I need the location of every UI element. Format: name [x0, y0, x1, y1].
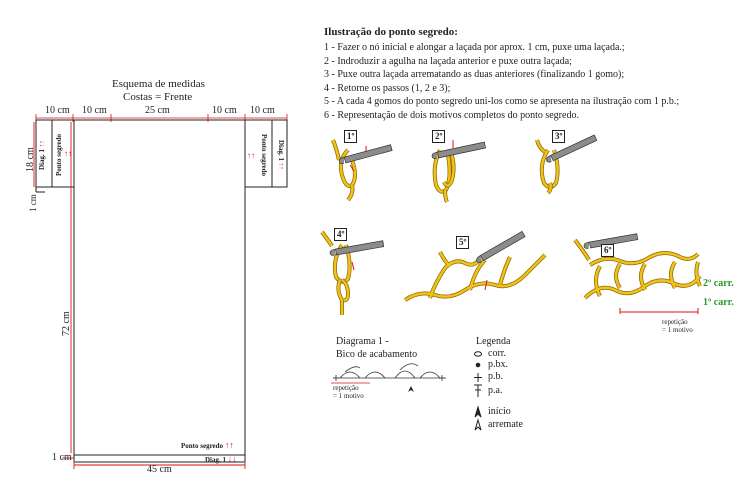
- step-6: 6 - Representação de dois motivos comple…: [324, 109, 579, 121]
- oval-icon: [474, 351, 482, 357]
- diag-label-bottom: Diag. 1 ↓↓: [205, 454, 237, 464]
- step-box-4: 4º: [334, 228, 348, 241]
- step-box-5: 5º: [456, 236, 470, 249]
- dim-18cm: 18 cm: [25, 147, 36, 172]
- legend-corr: corr.: [488, 348, 507, 359]
- step-5: 5 - A cada 4 gomos do ponto segredo uni-…: [324, 96, 680, 107]
- carr-1-label: 1º carr.: [703, 297, 734, 308]
- step-1-illustration: [331, 139, 393, 202]
- legend-pbx: p.bx.: [488, 359, 508, 370]
- legend-arremate: arremate: [488, 419, 523, 430]
- ponto-label-bottom: Ponto segredo ↑↑: [181, 440, 234, 450]
- diagram-title-2: Bico de acabamento: [336, 349, 418, 360]
- schema-drawing: [33, 114, 288, 469]
- plus-icon: [474, 373, 482, 382]
- step-1: 1 - Fazer o nó inicial e alongar a laçad…: [324, 42, 625, 53]
- legend-title: Legenda: [476, 336, 511, 347]
- step-3: 3 - Puxe outra laçada arrematando as dua…: [324, 69, 625, 80]
- step-3-illustration: [535, 134, 598, 195]
- dim-10cm-1: 10 cm: [45, 105, 70, 116]
- arrows-left: ↑↑: [64, 149, 72, 158]
- schema-title: Esquema de medidas: [112, 78, 205, 90]
- step-5-illustration: [403, 231, 547, 302]
- filled-arrow-icon: [474, 405, 482, 418]
- dot-icon: [475, 362, 481, 368]
- legend-icons: [474, 351, 482, 431]
- step-6-illustration: [573, 233, 702, 314]
- step-2: 2 - Indroduzir a agulha na laçada anteri…: [324, 55, 572, 67]
- outline-arrow-icon: [474, 418, 482, 431]
- ponto-label-left: Ponto segredo: [55, 133, 63, 176]
- diag-label-right: Diag. 1 ↑↑: [277, 140, 285, 170]
- step-box-3: 3º: [552, 130, 566, 143]
- legend-pb: p.b.: [488, 371, 503, 382]
- step-box-2: 2º: [432, 130, 446, 143]
- step-4: 4 - Retorne os passos (1, 2 e 3);: [324, 82, 451, 94]
- ponto-label-right: Ponto segredo: [260, 134, 268, 177]
- dim-10cm-2: 10 cm: [82, 105, 107, 116]
- dim-25cm: 25 cm: [145, 105, 170, 116]
- step-4-illustration: [320, 230, 385, 315]
- step-box-6: 6º: [601, 244, 615, 257]
- dim-1cm-bottom: 1 cm: [52, 452, 72, 463]
- dim-10cm-4: 10 cm: [250, 105, 275, 116]
- schema-subtitle: Costas = Frente: [123, 91, 193, 103]
- dim-1cm-top: 1 cm: [28, 194, 38, 212]
- illustration-title: Ilustração do ponto segredo:: [324, 26, 458, 38]
- dim-45cm: 45 cm: [147, 464, 172, 475]
- diag-label-left: Diag. 1 ↑↑: [38, 140, 46, 170]
- dim-10cm-3: 10 cm: [212, 105, 237, 116]
- t-icon: [474, 384, 482, 397]
- diagram-title-1: Diagrama 1 -: [336, 336, 389, 347]
- legend-pa: p.a.: [488, 385, 503, 396]
- repeat-right-label: repetição = 1 motivo: [662, 318, 693, 334]
- diagram-repeat-label: repetição = 1 motivo: [333, 384, 364, 400]
- steps-list: 1 - Fazer o nó inicial e alongar a laçad…: [324, 41, 679, 122]
- step-box-1: 1º: [344, 130, 358, 143]
- arrows-right: ↑↑: [247, 151, 255, 160]
- step-2-illustration: [431, 140, 486, 203]
- carr-2-label: 2º carr.: [703, 278, 734, 289]
- dim-72cm: 72 cm: [61, 311, 72, 336]
- legend-inicio: início: [488, 406, 511, 417]
